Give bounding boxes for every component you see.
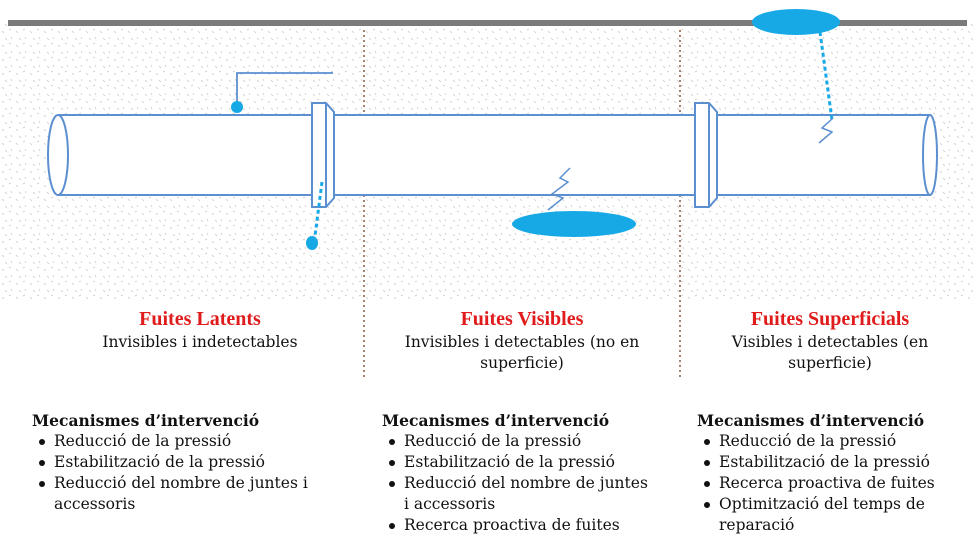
column-subtitle: Invisibles i detectables (no en superfic… [404,333,640,372]
surface-leak-stream [818,31,834,121]
latent-leak-drop [306,236,318,250]
ground-surface-line [8,20,967,26]
list-item: Recerca proactiva de fuites [697,473,973,494]
mechanisms-title: Mecanismes d’intervenció [697,411,925,430]
latent-leak-drop-top [231,101,243,113]
column-superficial-header: Fuites Superficials Visibles i detectabl… [690,308,970,374]
list-item: Estabilització de la pressió [382,452,652,473]
list-item: Estabilització de la pressió [697,452,973,473]
list-item: Reducció de la pressió [697,431,973,452]
list-item: Reducció del nombre de juntes i accessor… [32,473,352,515]
column-subtitle: Invisibles i indetectables [102,333,298,351]
pipe-joint-2 [694,102,718,208]
mechanisms-list: Reducció de la pressió Estabilització de… [382,431,652,536]
column-superficial-mechanisms: Mecanismes d’intervenció Reducció de la … [697,410,973,536]
pipe-outlet [922,114,938,196]
surface-leak-puddle [752,9,840,35]
column-title: Fuites Superficials [750,308,910,330]
list-item: Recerca proactiva de fuites [382,515,652,536]
column-subtitle: Visibles i detectables (en superficie) [731,333,929,372]
surface-leak-crack [818,117,834,144]
list-item: Reducció de la pressió [32,431,352,452]
mechanisms-title: Mecanismes d’intervenció [32,411,260,430]
pipe-illustration [0,9,975,300]
pipe-inlet [47,114,69,196]
mechanisms-title: Mecanismes d’intervenció [382,411,610,430]
latent-leak-probe [236,72,333,112]
list-item: Reducció de la pressió [382,431,652,452]
column-latent-header: Fuites Latents Invisibles i indetectable… [40,308,360,353]
column-title: Fuites Latents [139,308,261,330]
latent-leak-stream [313,181,324,237]
column-visible-mechanisms: Mecanismes d’intervenció Reducció de la … [382,410,652,536]
pipe-joint-1 [311,102,335,208]
list-item: Estabilització de la pressió [32,452,352,473]
column-latent-mechanisms: Mecanismes d’intervenció Reducció de la … [32,410,352,515]
column-title: Fuites Visibles [460,308,584,330]
pipe [47,102,938,208]
visible-leak-crack [547,167,571,211]
column-visible-header: Fuites Visibles Invisibles i detectables… [372,308,672,374]
list-item: Reducció del nombre de juntes i accessor… [382,473,652,515]
visible-leak-puddle [512,211,636,237]
mechanisms-list: Reducció de la pressió Estabilització de… [32,431,352,515]
text-dividers [363,300,681,378]
mechanisms-list: Reducció de la pressió Estabilització de… [697,431,973,536]
list-item: Optimització del temps de reparació [697,494,973,536]
